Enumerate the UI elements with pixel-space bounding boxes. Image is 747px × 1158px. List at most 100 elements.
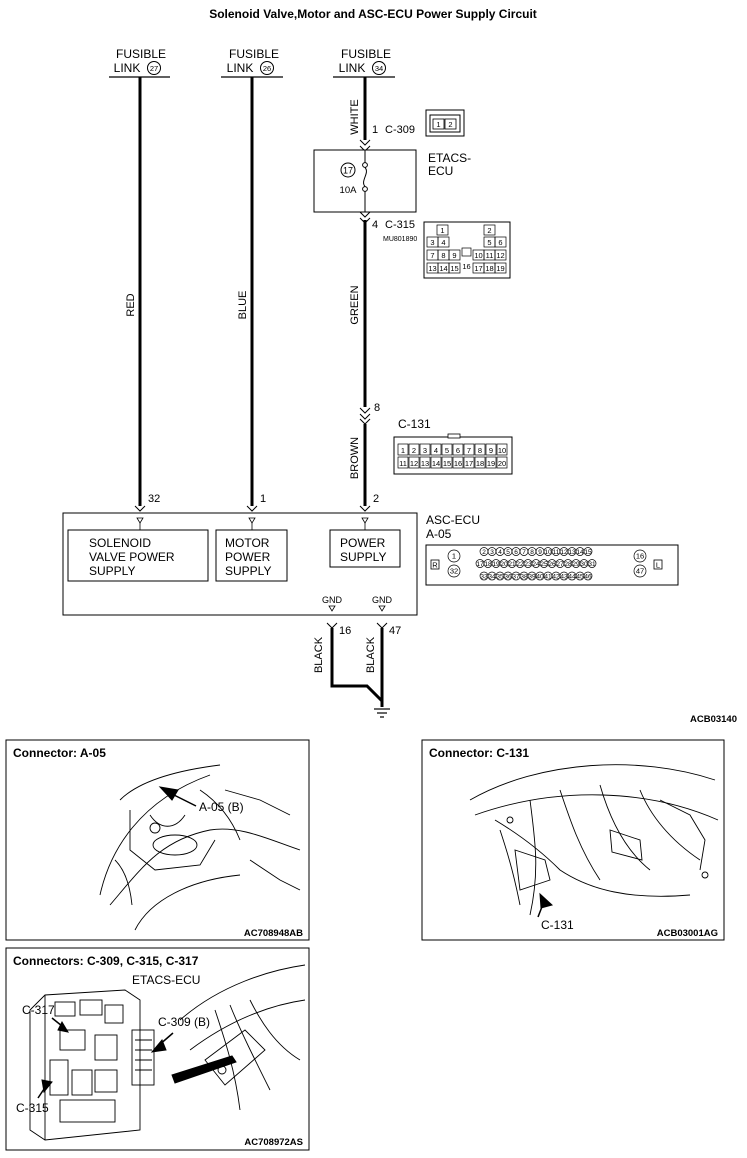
fuse-number-circle (340, 162, 356, 178)
panel-subtitle: ETACS-ECU (132, 973, 200, 987)
connector-pin: 8 (441, 251, 445, 260)
connector-pin: 13 (568, 549, 576, 556)
connector-pin: 14 (432, 459, 440, 468)
asc-ecu-block: SOLENOID VALVE POWER SUPPLY MOTOR POWER … (62, 512, 418, 616)
connector-id: C-309 (385, 124, 415, 136)
connector-pin: 34 (488, 573, 496, 580)
link-number-circle (260, 61, 274, 75)
connector-arrow (376, 622, 388, 629)
fusible-link-label: FUSIBLE (229, 47, 279, 61)
panel-title: Connectors: C-309, C-315, C-317 (13, 954, 199, 968)
connector-pin: 39 (528, 573, 536, 580)
connector-pin-cell (436, 224, 449, 236)
fusible-link-27: FUSIBLE LINK 27 (109, 47, 170, 78)
connector-pin-cell (496, 443, 508, 456)
connector-pin: 2 (482, 549, 486, 556)
connector-pin-cell (463, 443, 475, 456)
connector-pin: 18 (476, 459, 484, 468)
fuse-terminal (362, 186, 368, 192)
wire-color-label: BROWN (349, 437, 361, 479)
connector-pin: 9 (538, 549, 542, 556)
connector-pin: 4 (441, 238, 445, 247)
panel-connectors-etacs: Connectors: C-309, C-315, C-317 ETACS-EC… (5, 947, 310, 1151)
link-number-circle (147, 61, 161, 75)
connector-housing (393, 436, 513, 475)
motor-power-supply-box (215, 529, 288, 582)
connector-arrow (326, 622, 338, 629)
connector-pin: 36 (504, 573, 512, 580)
link-number: 27 (150, 64, 158, 73)
function-label: VALVE POWER (89, 550, 175, 564)
function-label: SOLENOID (89, 536, 151, 550)
panel-code: AC708972AS (244, 1137, 303, 1148)
c131-connector-face: C-131 1 2 3 4 5 6 7 8 9 10 11 12 13 14 1… (393, 417, 513, 475)
connector-pin: 27 (556, 561, 564, 568)
connector-pin-cell (408, 443, 420, 456)
connector-pin: 12 (410, 459, 418, 468)
connector-pin-cell (452, 443, 464, 456)
connector-pin: 6 (456, 446, 460, 455)
ecu-name: ECU (428, 164, 453, 178)
terminal-marker (328, 605, 336, 612)
callout-arrow-icon (539, 892, 554, 909)
wire-color-label: BLACK (313, 636, 325, 673)
connector-pin-circle (633, 564, 647, 578)
connector-pin-cell (419, 456, 431, 469)
connector-pin: 22 (516, 561, 524, 568)
terminal-marker (136, 517, 144, 524)
wire-color-label: BLUE (237, 291, 249, 320)
connector-arrow (359, 211, 371, 224)
fusible-link-label: LINK (114, 61, 141, 75)
connector-pin: 3 (490, 549, 494, 556)
connector-arrow (359, 407, 371, 425)
connector-pin: 7 (430, 251, 434, 260)
connector-pin-circle (587, 559, 597, 568)
connector-pin: 12 (560, 549, 568, 556)
fuse-rating: 10A (340, 185, 358, 196)
connector-pin: 40 (536, 573, 544, 580)
panel-title: Connector: C-131 (429, 746, 529, 760)
connector-pin: 13 (421, 459, 429, 468)
callout-label: C-317 (22, 1003, 55, 1017)
fuse-icon (363, 167, 367, 187)
connector-id: C-131 (398, 417, 431, 431)
connector-pin: 35 (496, 573, 504, 580)
connector-pin: 4 (434, 446, 438, 455)
connector-pin: 3 (423, 446, 427, 455)
pin-number: 8 (374, 402, 380, 414)
connector-pin: 11 (486, 251, 494, 260)
zoom-pointer-icon (171, 1055, 237, 1084)
link-number: 34 (375, 64, 383, 73)
connector-pin-cell (408, 456, 420, 469)
connector-pin: 15 (450, 264, 458, 273)
connector-pin-cell (430, 443, 442, 456)
connector-pin: 5 (445, 446, 449, 455)
connector-pin: 30 (580, 561, 588, 568)
connector-side-mark-label: R (432, 561, 438, 570)
connector-pin: 1 (436, 120, 440, 129)
link-number-circle (372, 61, 386, 75)
fuse-terminal (362, 162, 368, 168)
connector-pin: 13 (428, 264, 436, 273)
connector-pin-circle (583, 571, 593, 581)
function-label: SUPPLY (340, 550, 386, 564)
connector-arrow (359, 505, 371, 512)
callout-arrow-icon (158, 786, 179, 801)
connector-pin: 19 (496, 264, 504, 273)
connector-arrow (359, 139, 371, 152)
connector-pin: 29 (572, 561, 580, 568)
connector-pin: 1 (440, 226, 444, 235)
connector-pin: 32 (450, 566, 458, 575)
connector-pin: 28 (564, 561, 572, 568)
connector-pin: 45 (576, 573, 584, 580)
fuse-number: 17 (343, 166, 353, 176)
panel-frame (5, 739, 310, 941)
connector-arrow (134, 505, 146, 512)
connector-pin: 2 (412, 446, 416, 455)
panel-frame (421, 739, 725, 941)
connector-pin: 42 (552, 573, 560, 580)
